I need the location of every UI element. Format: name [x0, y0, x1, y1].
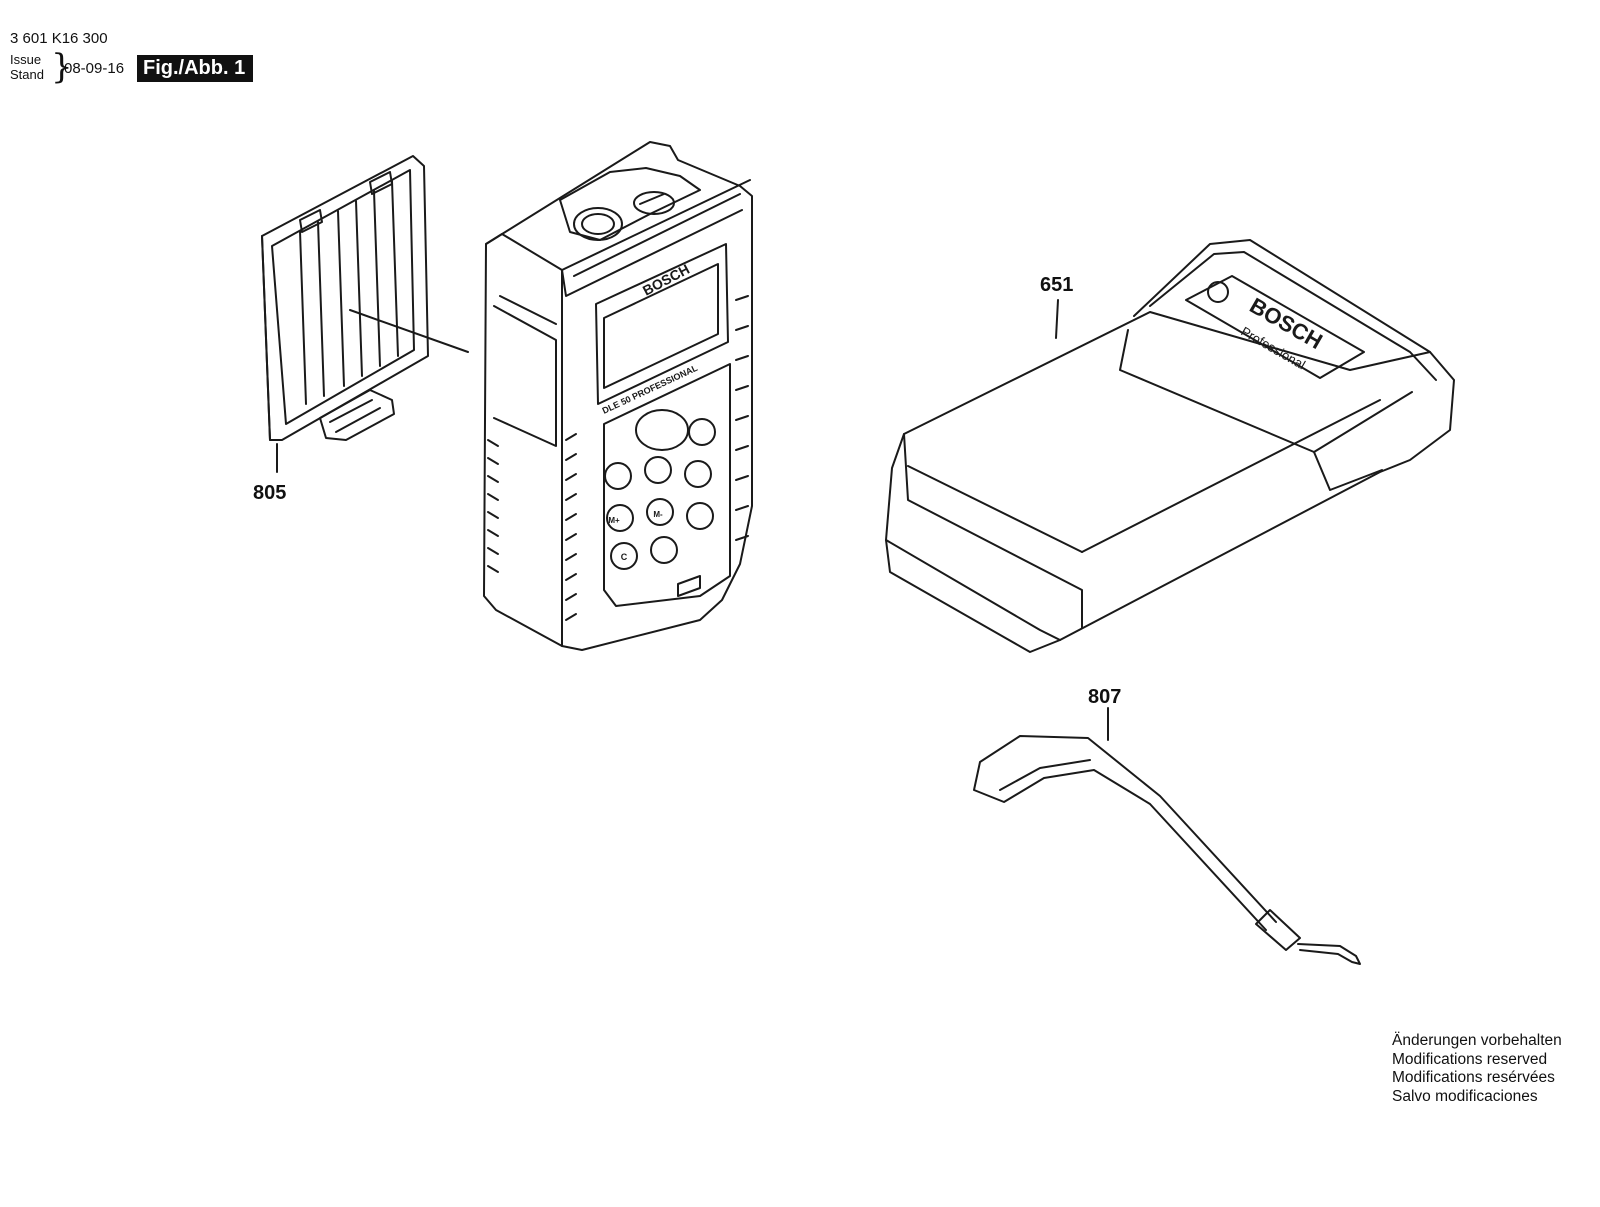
modification-notice: Änderungen vorbehalten Modifications res… [1392, 1032, 1562, 1106]
carry-case-651 [885, 239, 1455, 653]
stand-label: Stand [10, 67, 44, 82]
key-clear-text: C [621, 552, 628, 562]
issue-date: 08-09-16 [64, 60, 125, 77]
notice-line-en: Modifications reserved [1392, 1050, 1548, 1068]
notice-line-fr: Modifications resérvées [1392, 1069, 1555, 1086]
notice-line-es: Salvo modificaciones [1392, 1087, 1538, 1105]
issue-label: Issue [10, 52, 42, 67]
callout-651: 651 [1040, 274, 1074, 296]
wrist-strap-807 [973, 707, 1361, 965]
key-mminus-text: M- [653, 510, 663, 519]
brace-symbol: } [51, 47, 73, 87]
callout-807: 807 [1088, 686, 1122, 708]
issue-stand-labels: Issue Stand [10, 52, 44, 82]
key-mplus-text: M+ [608, 516, 620, 525]
battery-cover-805 [261, 155, 469, 473]
figure-label: Fig./Abb. 1 [137, 55, 254, 82]
laser-rangefinder [483, 141, 753, 651]
notice-line-de: Änderungen vorbehalten [1392, 1032, 1562, 1049]
device-model-text: DLE 50 PROFESSIONAL [601, 363, 700, 416]
part-number: 3 601 K16 300 [10, 30, 108, 47]
callout-805: 805 [253, 482, 287, 504]
